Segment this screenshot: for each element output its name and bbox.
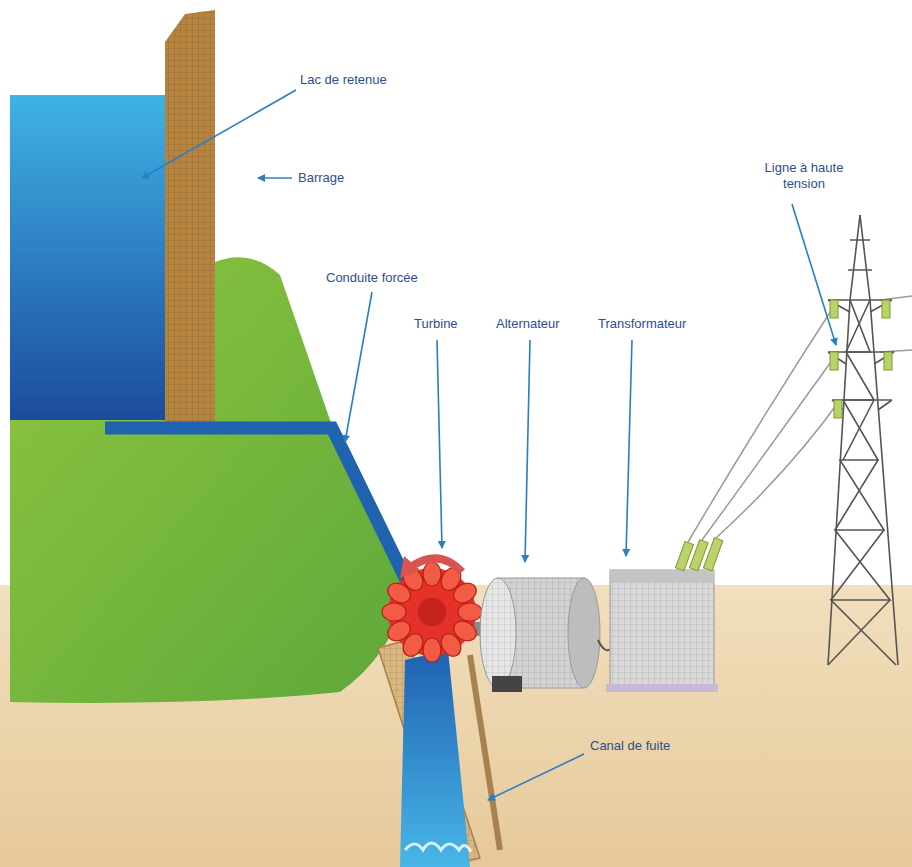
penstock (105, 428, 412, 592)
leader-lines (142, 90, 836, 800)
dam (165, 10, 215, 424)
callout-label: Lac de retenue (300, 72, 387, 88)
callout-label: Conduite forcée (326, 270, 418, 286)
pylon (828, 215, 898, 665)
callout-label: Canal de fuite (590, 738, 670, 754)
transformer (606, 538, 723, 692)
callout-label: Turbine (414, 316, 458, 332)
callout-label: Transformateur (598, 316, 686, 332)
channel-frame (378, 640, 480, 866)
callout-label: Ligne à haute tension (760, 160, 848, 193)
reservoir-water (10, 95, 170, 425)
turbine-wheel (382, 562, 482, 662)
callout-label: Alternateur (496, 316, 560, 332)
tailrace-water (400, 650, 470, 867)
callout-label: Barrage (298, 170, 344, 186)
alternator (480, 578, 600, 692)
